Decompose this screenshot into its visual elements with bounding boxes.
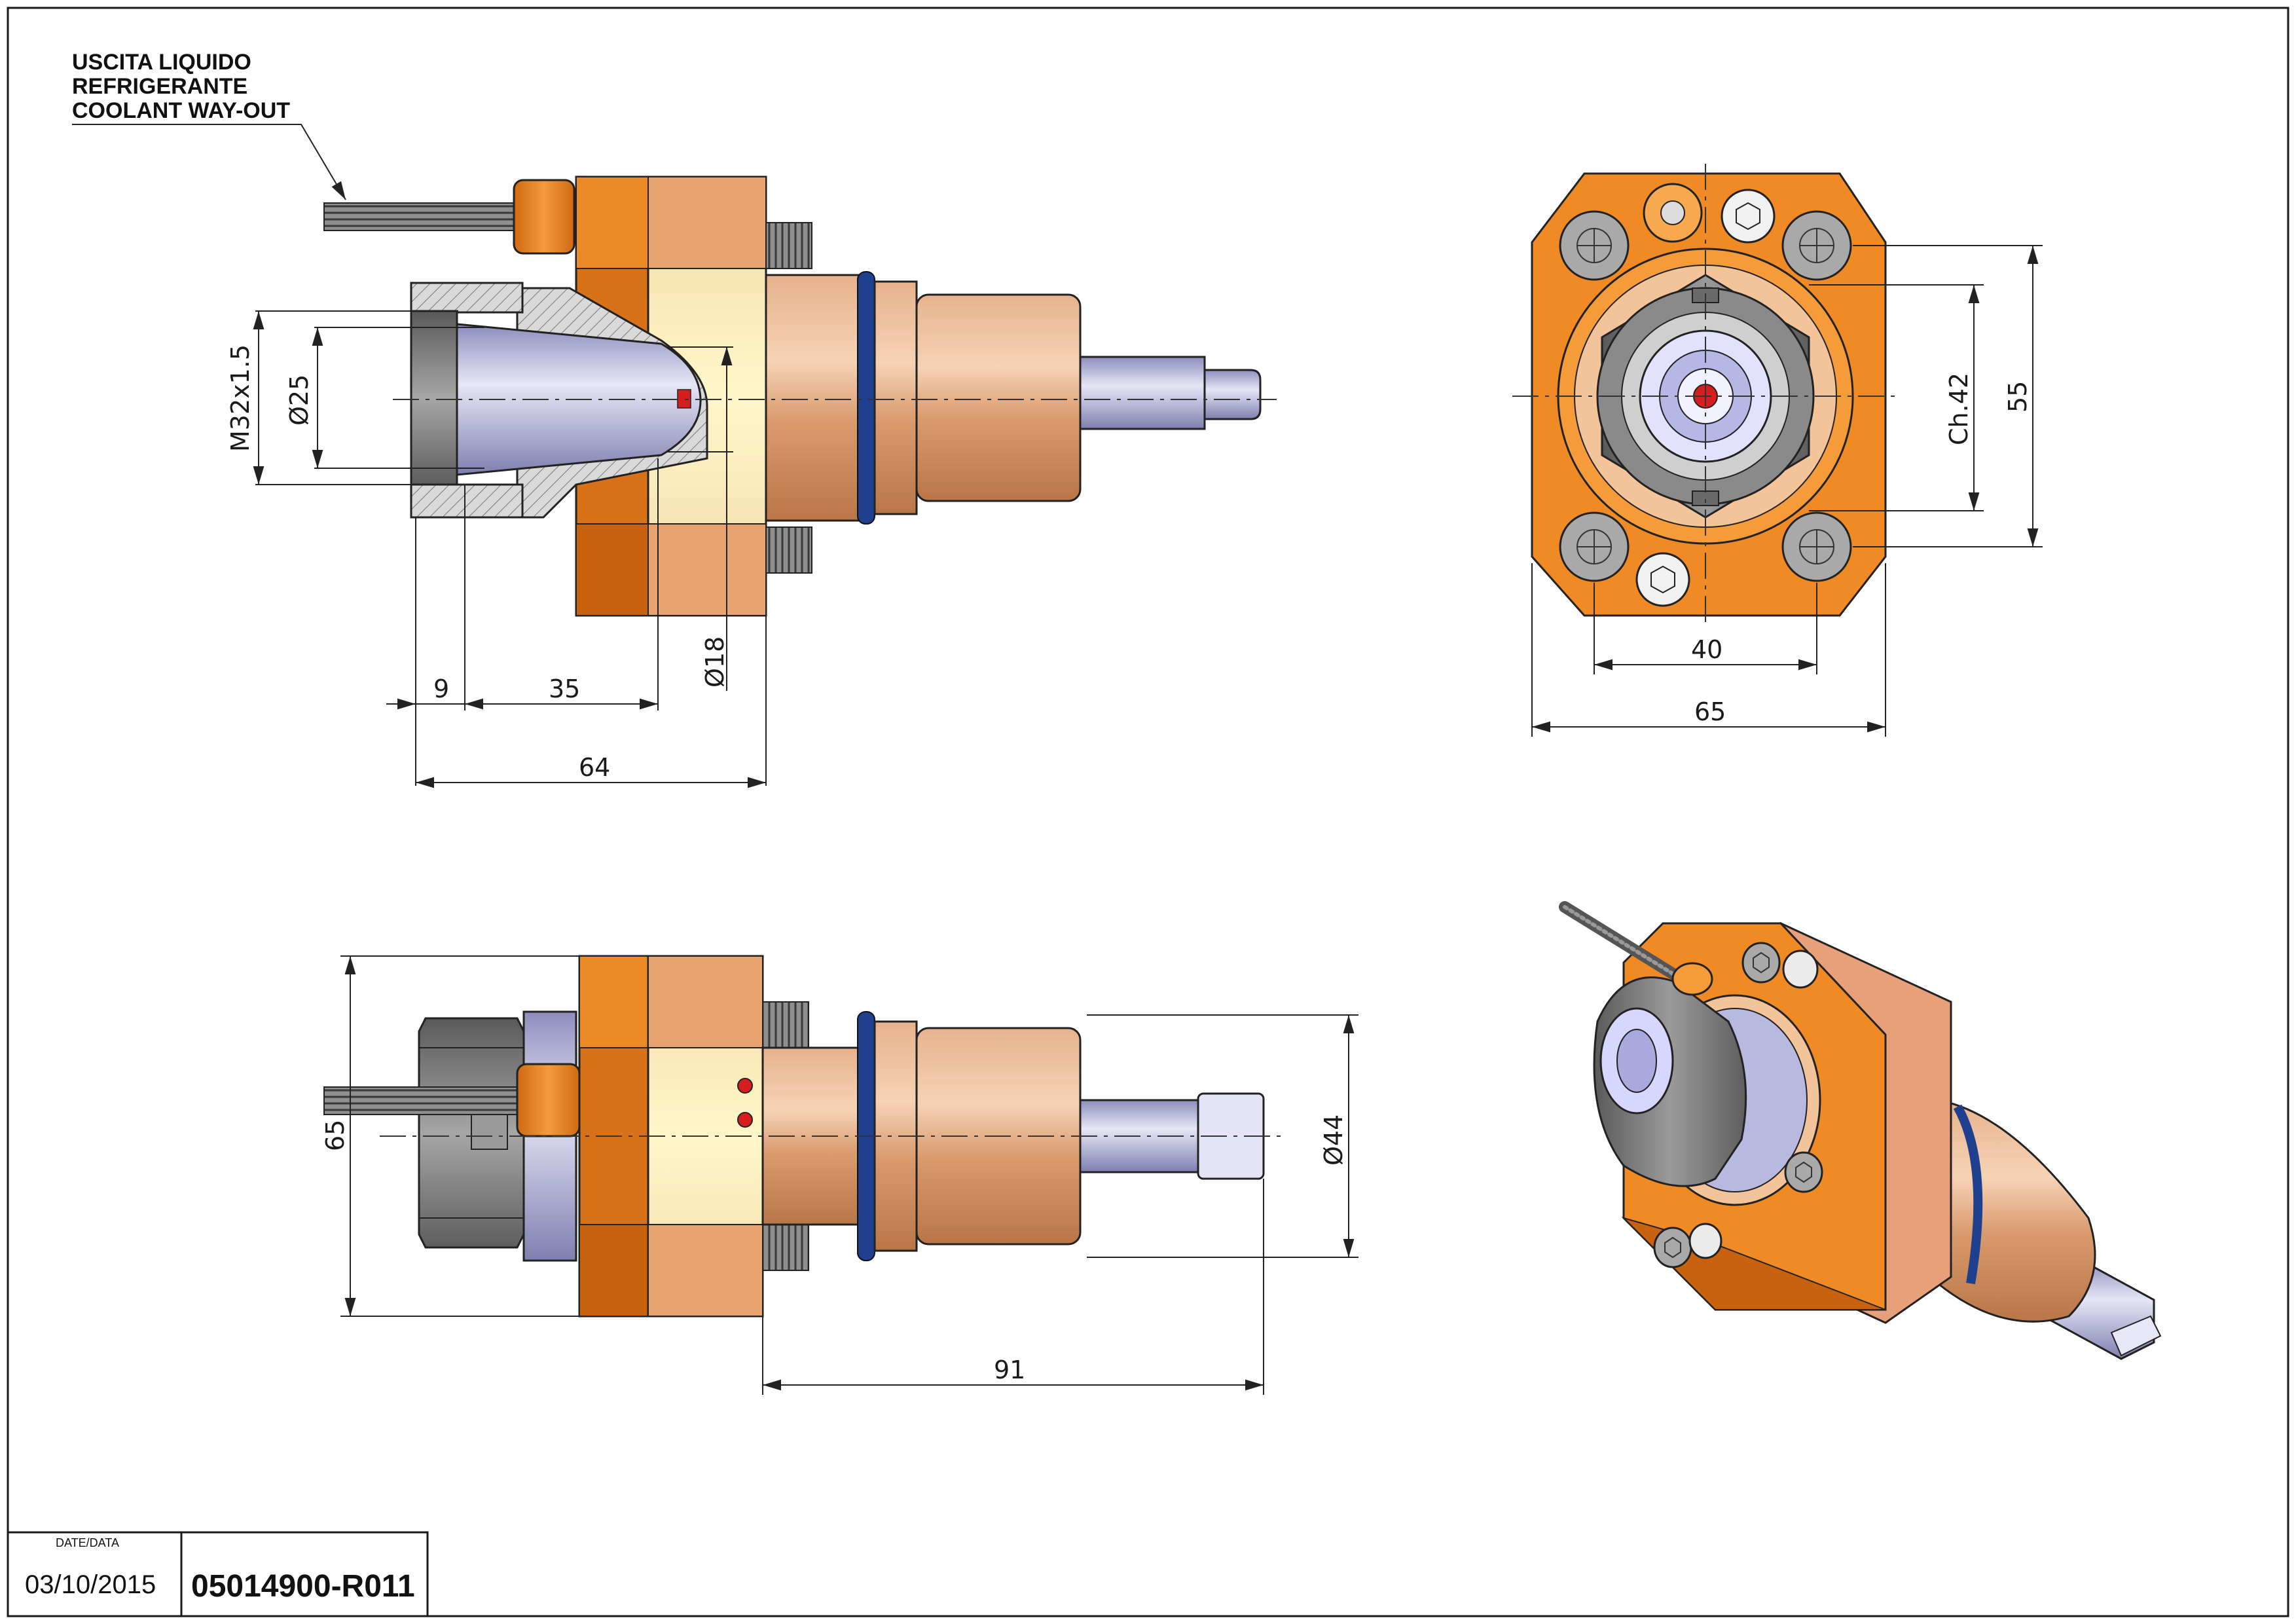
section-dimensions: M32x1.5 Ø25 Ø18 9 35 64 bbox=[226, 310, 767, 788]
coolant-note-line1: USCITA LIQUIDO bbox=[72, 50, 251, 75]
sheet-border bbox=[7, 7, 2289, 1617]
screw-top-right-icon bbox=[1781, 210, 1852, 281]
dim-55: 55 bbox=[2003, 381, 2032, 413]
side-view bbox=[323, 955, 1283, 1318]
section-view bbox=[323, 175, 1277, 617]
dim-35: 35 bbox=[549, 674, 580, 703]
side-dimensions: 65 Ø44 91 bbox=[321, 955, 1358, 1395]
coolant-note-line3: COOLANT WAY-OUT bbox=[72, 98, 290, 123]
isometric-view bbox=[1559, 901, 2162, 1360]
iso-screw-4-icon bbox=[1653, 1227, 1692, 1268]
iso-screw-3-icon bbox=[1784, 1151, 1823, 1193]
dim-91: 91 bbox=[994, 1356, 1025, 1384]
hex-plug-top-icon bbox=[1721, 189, 1776, 244]
hex-plug-bottom-icon bbox=[1635, 552, 1690, 607]
iso-screw-1-icon bbox=[1741, 942, 1781, 984]
screw-bottom-left-icon bbox=[1559, 511, 1630, 582]
dim-64: 64 bbox=[579, 753, 610, 782]
title-block: DATE/DATA 03/10/2015 05014900-R011 bbox=[7, 1531, 429, 1617]
dim-ch42: Ch.42 bbox=[1944, 373, 1973, 445]
date-label: DATE/DATA bbox=[56, 1536, 119, 1549]
dim-d44: Ø44 bbox=[1319, 1115, 1348, 1166]
dim-9: 9 bbox=[433, 674, 449, 703]
drawing-number: 05014900-R011 bbox=[191, 1569, 415, 1604]
dim-d25: Ø25 bbox=[285, 375, 314, 426]
iso-screw-2-icon bbox=[1782, 950, 1819, 989]
coolant-note-line2: REFRIGERANTE bbox=[72, 74, 247, 99]
date-value: 03/10/2015 bbox=[25, 1570, 156, 1599]
dim-65-side: 65 bbox=[321, 1120, 350, 1151]
front-dimensions: Ch.42 55 40 65 bbox=[1531, 245, 2043, 737]
dim-m32: M32x1.5 bbox=[226, 344, 255, 452]
iso-screw-5-icon bbox=[1688, 1223, 1722, 1259]
coolant-note: USCITA LIQUIDO REFRIGERANTE COOLANT WAY-… bbox=[72, 50, 346, 200]
screw-bottom-right-icon bbox=[1781, 511, 1852, 582]
front-view bbox=[1512, 164, 1899, 629]
dim-40: 40 bbox=[1691, 635, 1722, 664]
screw-top-left-icon bbox=[1559, 210, 1630, 281]
dim-65-front: 65 bbox=[1694, 697, 1726, 726]
dim-d18: Ø18 bbox=[701, 637, 729, 688]
